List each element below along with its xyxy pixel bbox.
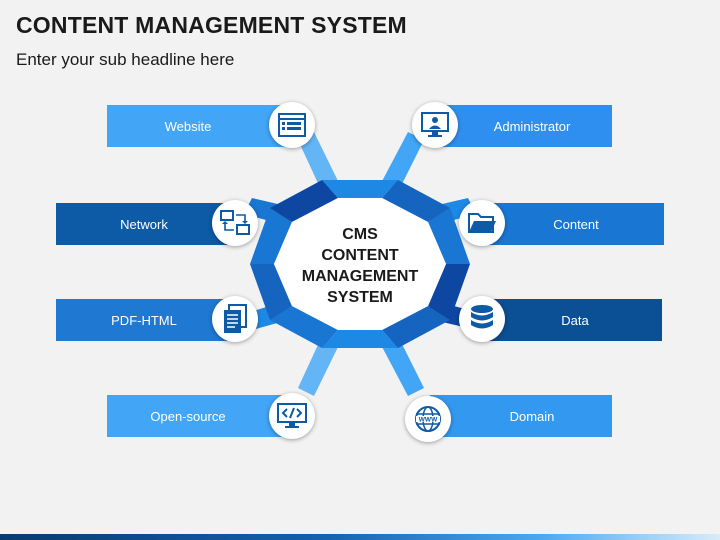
- center-line-3: MANAGEMENT: [301, 268, 419, 285]
- network-icon: [212, 200, 258, 246]
- band-content-label: Content: [553, 216, 599, 232]
- connector-open-source: [298, 336, 340, 396]
- connector-website: [298, 132, 340, 192]
- folder-icon: [459, 200, 505, 246]
- band-domain-label: Domain: [509, 408, 555, 424]
- ring-segment-left-lower: [250, 264, 292, 320]
- band-data-label: Data: [561, 312, 589, 328]
- band-network-label: Network: [120, 216, 168, 232]
- band-website-label: Website: [164, 118, 212, 134]
- ring-segment-bottom: [322, 330, 398, 348]
- band-administrator-label: Administrator: [493, 118, 571, 134]
- page-subtitle: Enter your sub headline here: [16, 50, 235, 69]
- center-label: CMS CONTENT MANAGEMENT SYSTEM: [290, 224, 430, 308]
- globe-www-icon: WWW: [405, 396, 451, 442]
- band-pdf-html-label: PDF-HTML: [111, 312, 177, 328]
- browser-window-icon: [269, 102, 315, 148]
- footer-gradient-bar: [0, 534, 720, 540]
- band-administrator: Administrator: [430, 105, 612, 147]
- center-line-4: SYSTEM: [327, 289, 393, 306]
- code-monitor-icon: [269, 393, 315, 439]
- connector-domain: [380, 336, 424, 396]
- ring-segment-right-upper: [428, 208, 470, 264]
- ring-segment-top-left: [270, 180, 338, 222]
- ring-center-fill: [274, 198, 446, 330]
- monitor-user-icon: [412, 102, 458, 148]
- band-data: Data: [482, 299, 662, 341]
- band-network: Network: [56, 203, 238, 245]
- ring-segment-bottom-right: [382, 306, 450, 348]
- ring-segment-right-lower: [428, 264, 470, 320]
- connector-administrator: [380, 132, 424, 192]
- center-line-2: CONTENT: [321, 247, 399, 264]
- ring-segment-top: [322, 180, 398, 198]
- svg-text:WWW: WWW: [419, 417, 438, 424]
- page-title: CONTENT MANAGEMENT SYSTEM: [16, 12, 407, 38]
- band-website: Website: [107, 105, 291, 147]
- band-content: Content: [482, 203, 664, 245]
- ring-segment-bottom-left: [270, 306, 338, 348]
- documents-icon: [212, 296, 258, 342]
- band-open-source-label: Open-source: [150, 408, 226, 424]
- band-open-source: Open-source: [107, 395, 291, 437]
- database-icon: [459, 296, 505, 342]
- band-domain: Domain: [430, 395, 612, 437]
- ring-segment-top-right: [382, 180, 450, 222]
- center-line-1: CMS: [342, 226, 378, 243]
- ring-segment-left-upper: [250, 208, 292, 264]
- band-pdf-html: PDF-HTML: [56, 299, 238, 341]
